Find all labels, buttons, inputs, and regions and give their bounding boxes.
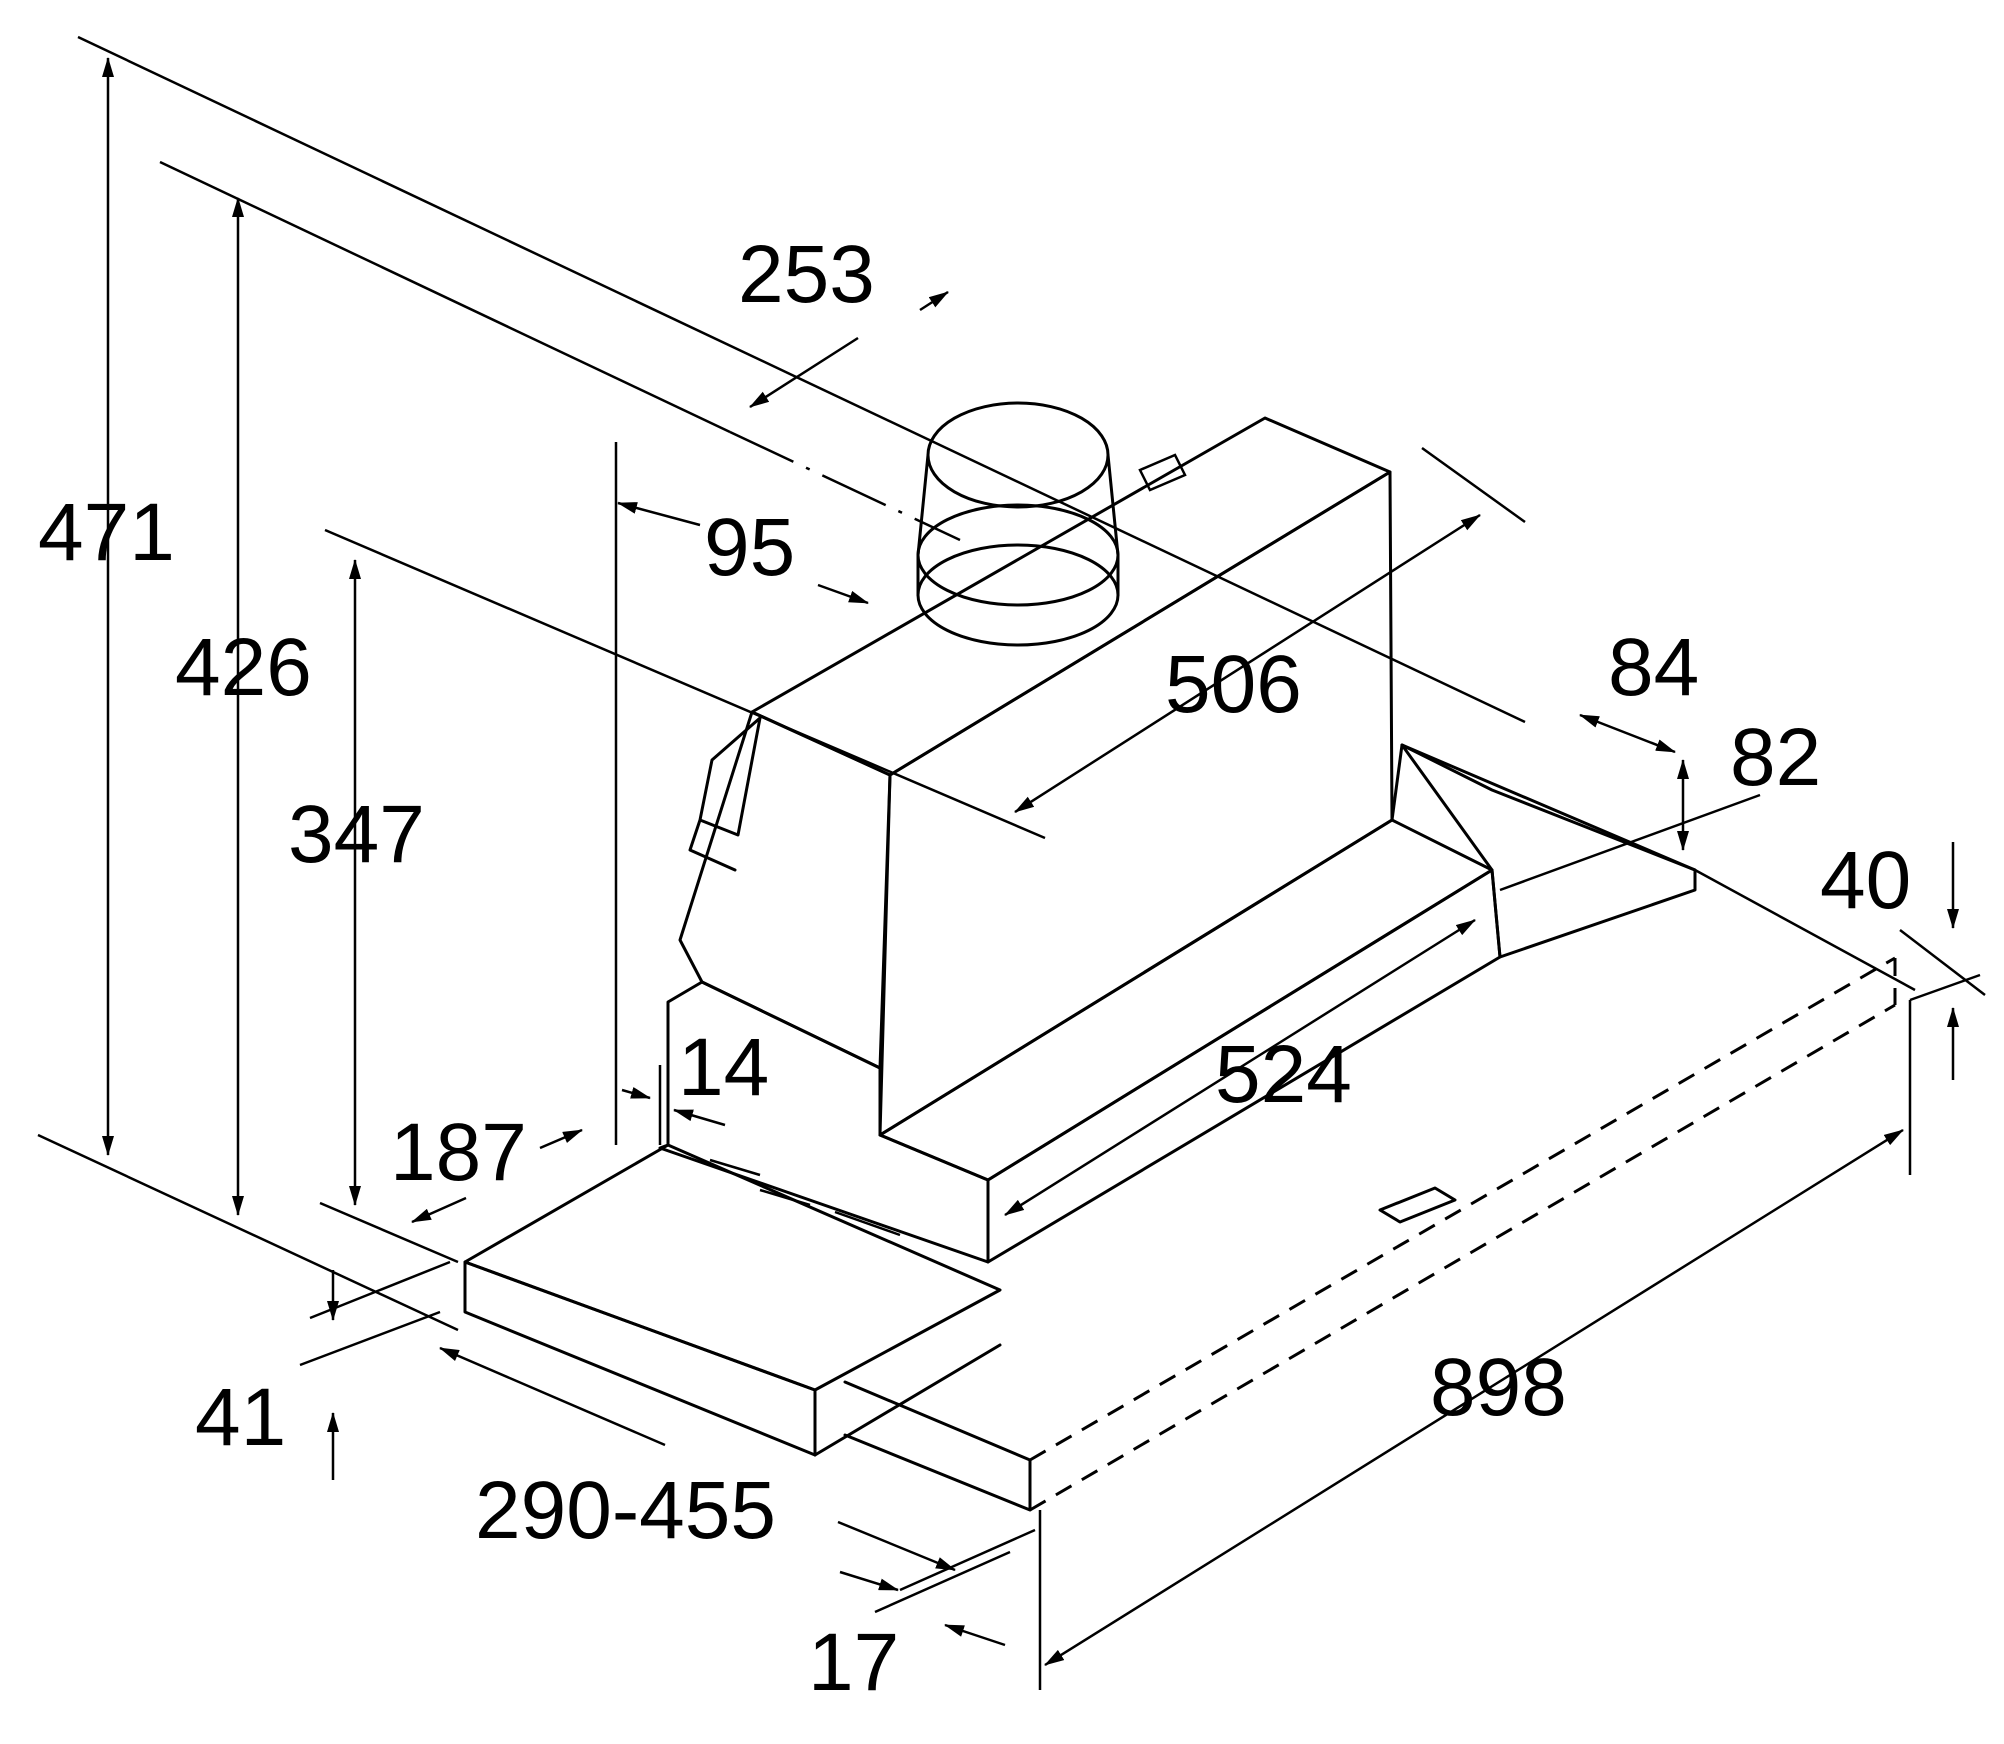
dim-14-label: 14 [678,1022,769,1113]
dim-40-label: 40 [1820,835,1911,926]
arrow-898 [1044,1128,1904,1667]
visor-slider [843,1380,1032,1512]
duct-mid-ring [916,503,1120,607]
dim-524-label: 524 [1215,1029,1352,1120]
dim-41-label: 41 [195,1372,286,1463]
arrow-84 [1579,713,1676,754]
ext-471-bottom [37,1133,459,1332]
control-switch [1378,1186,1457,1224]
dim-82-label: 82 [1730,712,1821,803]
arrow-95-right [817,583,869,605]
dim-187-label: 187 [390,1107,527,1198]
dim-471-label: 471 [38,487,175,578]
ext-40-b [1899,929,1986,996]
dim-506-label: 506 [1165,639,1302,730]
arrow-290-455-left [439,1346,666,1447]
visor-under-edge [813,1343,1002,1457]
dim-253-label: 253 [738,229,875,320]
mounting-bracket [688,716,762,872]
arrow-253-left [749,336,859,409]
arrow-506 [1014,513,1481,814]
arrow-95-left [617,501,701,527]
ext-506-right [1421,446,1526,524]
arrow-14-left [621,1087,651,1100]
arrow-17-bottom [944,1623,1006,1647]
ext-41-b [299,1310,441,1367]
duct-clip [1138,453,1187,492]
ext-426-bottom [319,1201,459,1264]
dimension-labels: 471 426 347 253 95 506 84 82 40 14 187 5… [38,229,1911,1708]
dim-95-label: 95 [704,502,795,593]
duct-top-ring [926,401,1110,509]
chassis-front [878,818,1494,1182]
dim-347-label: 347 [288,789,425,880]
visor-top [463,1143,1002,1392]
duct-side-left [916,453,930,557]
ext-471-top [77,35,1526,724]
ext-40 [1694,868,1916,992]
ext-347-top [324,528,1046,840]
duct-connector [916,401,1187,647]
ext-17-b [874,1550,1011,1614]
left-frame [658,980,990,1264]
ext-40-c [1909,973,1981,1002]
dim-898-label: 898 [1430,1342,1567,1433]
visor-tabs [709,1158,901,1237]
arrow-14-right [673,1108,726,1127]
arrow-187-left [411,1196,467,1224]
arrow-17-top [839,1570,899,1592]
dim-426-label: 426 [175,622,312,713]
ext-17-a [899,1528,1036,1592]
axis-centerline [729,430,961,542]
ext-84 [1499,793,1761,892]
ext-426-top [159,160,731,434]
dim-84-label: 84 [1608,622,1699,713]
dimension-arrows [102,57,1959,1667]
visor-front [463,1260,817,1457]
side-rail [1400,743,1697,959]
dash-lower [1029,1003,1896,1512]
dim-290-455-label: 290-455 [475,1465,776,1556]
arrow-187-right [539,1128,583,1150]
chassis-edge [1390,743,1404,822]
dim-17-label: 17 [808,1617,899,1708]
arrow-253-right [919,290,949,312]
arrow-290-455-right [837,1520,956,1572]
